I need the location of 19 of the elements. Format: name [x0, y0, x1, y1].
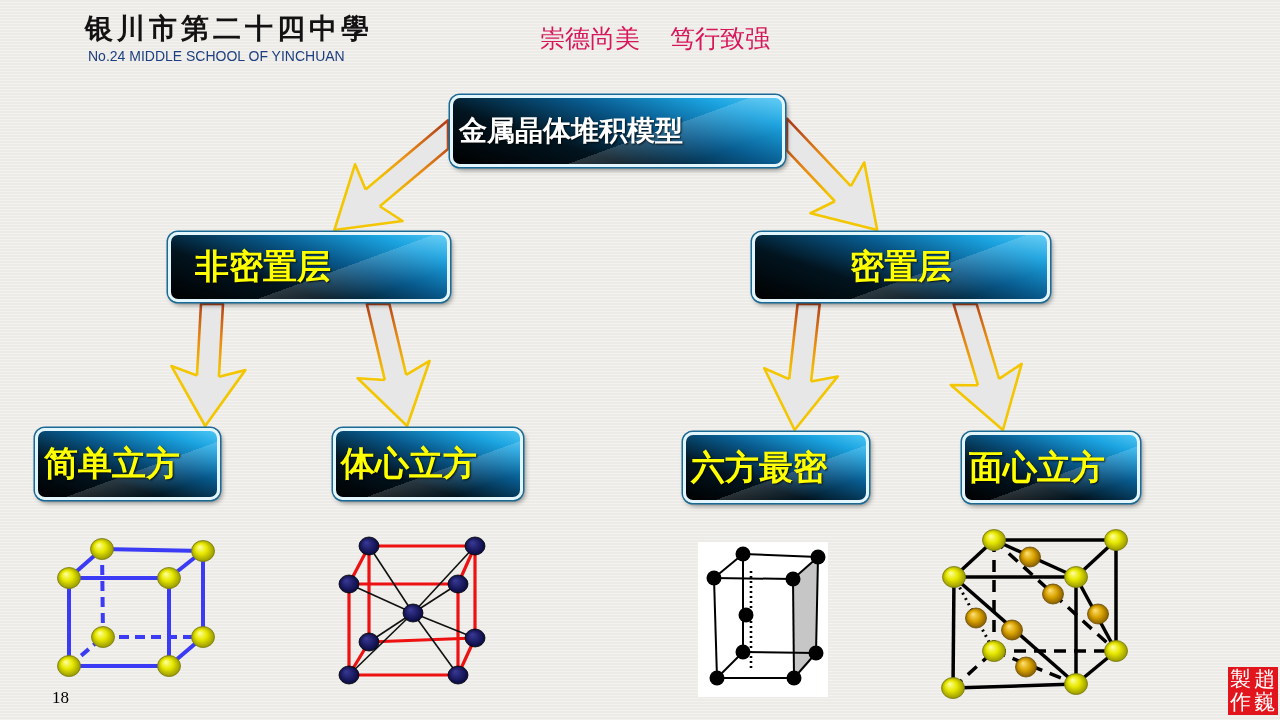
rounded-box: 非密置层	[168, 232, 450, 302]
school-name: 银川市第二十四中學	[85, 11, 373, 47]
rounded-box: 密置层	[752, 232, 1050, 302]
rounded-box: 六方最密	[683, 432, 869, 503]
stamp-text: 製作	[1230, 668, 1252, 714]
motto-text: 崇德尚美 笃行致强	[540, 23, 770, 55]
block-arrow	[762, 302, 840, 432]
block-arrow	[356, 302, 431, 428]
stamp-text: 趙巍	[1254, 668, 1276, 714]
rounded-box: 简单立方	[35, 428, 220, 500]
block-arrow	[949, 302, 1023, 432]
rounded-box: 面心立方	[962, 432, 1140, 503]
page-number: 18	[52, 688, 69, 708]
block-arrow	[785, 117, 879, 232]
block-arrow	[333, 118, 450, 232]
block-arrow	[170, 302, 247, 428]
school-name: No.24 MIDDLE SCHOOL OF YINCHUAN	[88, 48, 345, 64]
rounded-box: 金属晶体堆积模型	[450, 95, 785, 167]
rounded-box: 体心立方	[333, 428, 523, 500]
